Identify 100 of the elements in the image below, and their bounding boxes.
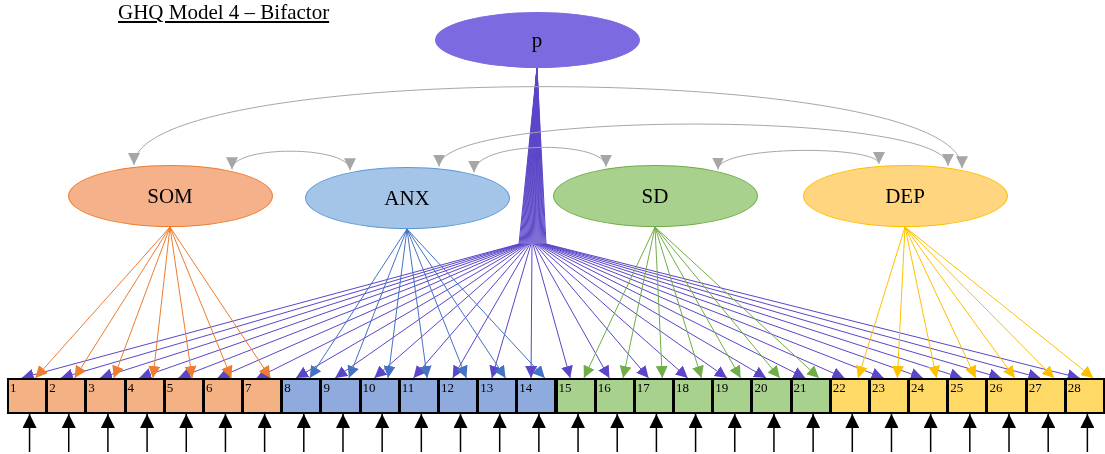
item-box [85,378,126,414]
diagram-title: GHQ Model 4 – Bifactor [118,0,330,24]
factor-label: ANX [384,185,430,211]
item-number: 7 [245,381,252,395]
loading-arrow [148,226,171,379]
error-arrow [884,413,899,453]
item-number: 6 [205,381,213,395]
item-number: 28 [1067,381,1081,395]
error-arrow [923,413,938,453]
loading-arrow [904,226,1016,379]
loading-arrow [654,226,742,379]
error-arrow [1080,413,1095,453]
item-number: 2 [49,381,56,395]
error-arrow [1002,413,1016,453]
error-arrow [453,413,468,453]
loading-arrow [169,226,233,379]
error-arrow [531,413,546,453]
item-number: 23 [871,381,885,395]
item-number: 9 [323,381,330,395]
loading-arrow [383,228,408,379]
loading-arrow [654,226,704,379]
item-number: 14 [519,381,533,395]
item-box [46,378,87,414]
item-number: 1 [10,381,17,395]
loading-arrow [406,228,468,379]
item-box [1025,378,1066,414]
item-box [751,378,792,414]
item-box [712,378,753,414]
item-box [437,378,479,414]
loading-arrow [904,226,940,379]
item-number: 22 [832,381,846,395]
item-number: 18 [676,381,690,395]
item-box [359,378,400,414]
loading-arrow [309,228,408,379]
item-number: 5 [166,381,174,395]
item-number: 21 [793,381,807,395]
error-arrow [962,413,977,453]
item-number: 4 [127,381,135,395]
error-arrow [414,413,429,453]
error-arrow [845,413,860,453]
item-number: 25 [950,381,964,395]
loading-arrow [619,226,656,379]
loading-arrow [654,226,820,379]
loading-arrow [406,228,507,379]
item-box [829,378,870,414]
item-number: 11 [401,381,415,395]
error-arrow [688,413,703,453]
error-arrow [375,413,390,453]
error-arrow [100,413,115,453]
factor-label: SOM [147,183,193,209]
loading-arrow [347,228,408,379]
item-box [947,378,988,414]
error-arrow [1041,413,1056,453]
item-number: 20 [754,381,768,395]
error-arrow [727,413,742,453]
item-box [281,378,322,414]
item-box [594,378,635,414]
factor-label: SD [641,183,669,209]
error-arrow [257,413,272,453]
item-box [633,378,674,414]
item-box [986,378,1027,414]
item-box [790,378,831,414]
error-arrow [571,413,586,453]
item-box [202,378,244,414]
loading-arrow [583,226,656,379]
loading-arrow [904,226,1094,379]
item-box [516,378,557,414]
item-box [477,378,518,414]
item-box [555,378,596,414]
item-number: 17 [636,381,650,395]
factor-label: DEP [885,183,925,209]
error-arrow [22,413,37,453]
item-number: 12 [440,381,454,395]
item-box [163,378,204,414]
factor-label: p [531,27,543,53]
item-number: 26 [989,381,1003,395]
error-arrow [806,413,821,453]
item-box [868,378,910,414]
item-box [320,378,361,414]
error-arrow [649,413,664,453]
item-number: 8 [284,381,291,395]
error-arrow [492,413,507,453]
loading-arrow [654,226,781,379]
error-arrow [140,413,155,453]
error-arrow [179,413,194,453]
error-arrow [296,413,311,453]
error-arrow [336,413,350,453]
error-arrow [61,413,76,453]
item-number: 13 [480,381,494,395]
loading-arrow [891,226,906,379]
item-box [7,378,48,414]
loading-arrow [406,228,546,379]
item-box [908,378,949,414]
error-arrow [766,413,781,453]
error-arrow [218,413,233,453]
item-box [398,378,439,414]
item-number: 15 [558,381,572,395]
error-arrow [610,413,625,453]
item-number: 19 [715,381,729,395]
item-box [1064,378,1105,414]
